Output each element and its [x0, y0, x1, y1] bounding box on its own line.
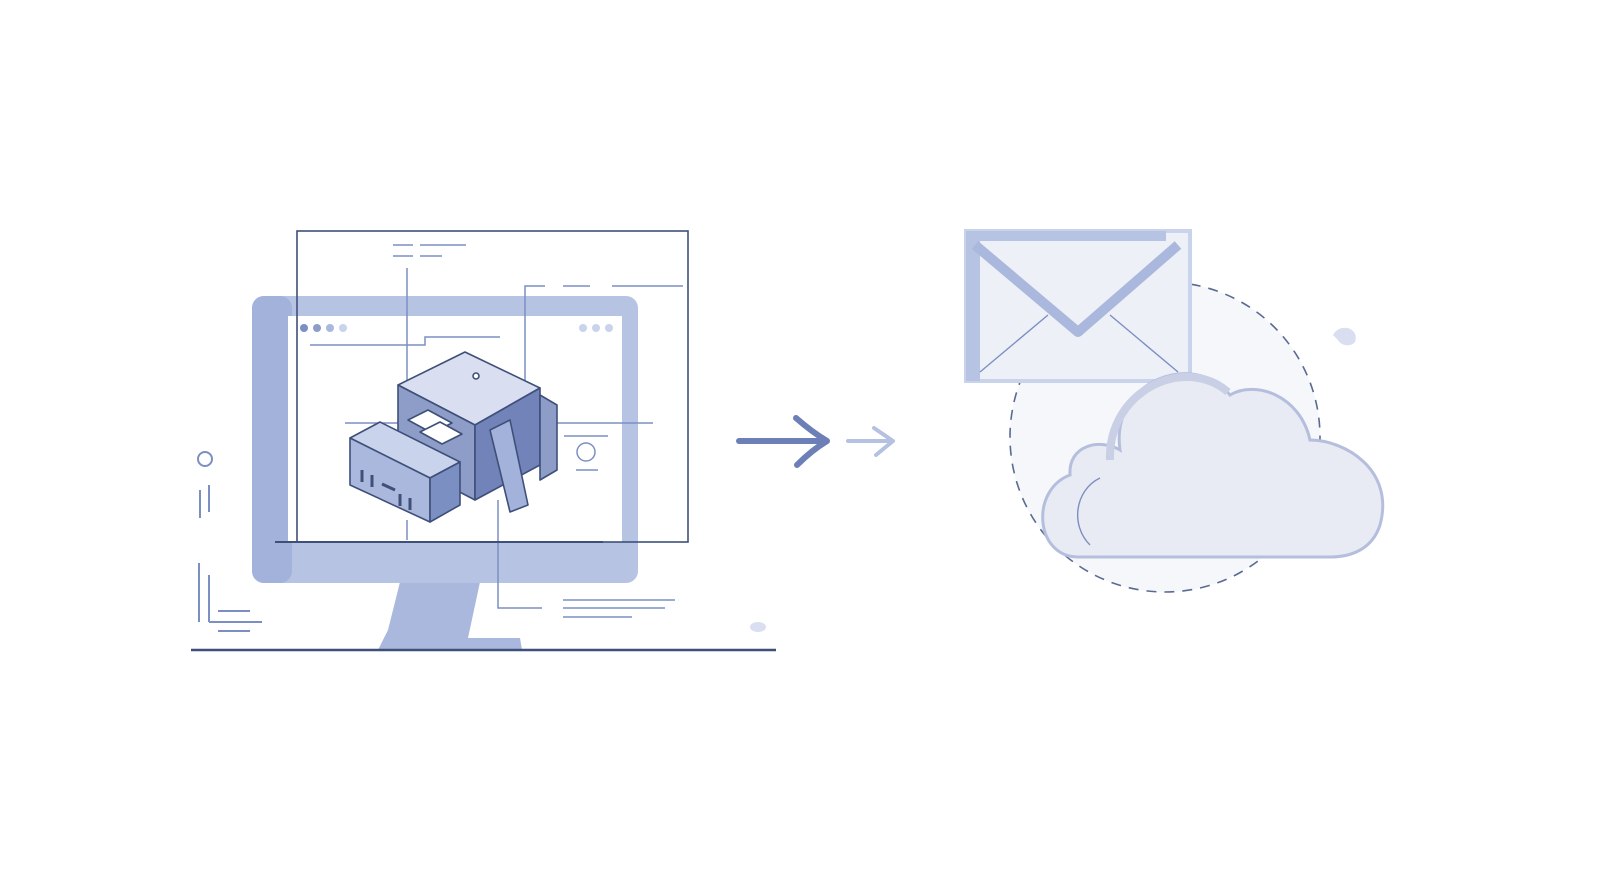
monitor-icon [252, 296, 638, 650]
decorative-blob [1333, 327, 1356, 346]
decorative-dot [750, 622, 766, 632]
left-decorations [197, 451, 262, 632]
cloud-icon [1041, 372, 1385, 559]
building-icon [349, 351, 558, 523]
arrow-right-icon [736, 415, 895, 468]
envelope-icon [964, 229, 1192, 383]
